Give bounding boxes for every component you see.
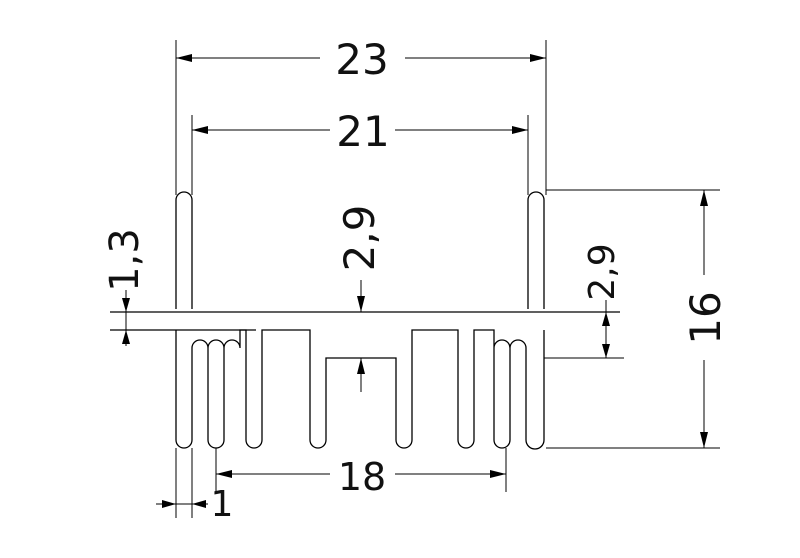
dim-height: 16 <box>546 189 730 449</box>
dim-label-18: 18 <box>338 455 386 499</box>
dim-fin-thickness: 1 <box>156 448 233 525</box>
dim-inner-width: 21 <box>191 107 529 195</box>
right-outer-wall <box>527 191 545 309</box>
dim-label-21: 21 <box>336 107 389 156</box>
fin-comb <box>175 329 545 450</box>
dim-fin-span: 18 <box>215 448 507 499</box>
heatsink-outline <box>110 191 620 450</box>
dim-label-2-9-right: 2,9 <box>582 243 623 300</box>
right-inner-fin <box>493 348 511 449</box>
dim-label-16: 16 <box>681 291 730 344</box>
dim-label-1: 1 <box>211 484 234 525</box>
dim-base-thickness: 2,9 <box>335 205 384 392</box>
dim-label-2-9-center: 2,9 <box>335 205 384 272</box>
dim-label-1-3: 1,3 <box>102 228 148 292</box>
dim-label-23: 23 <box>335 35 388 84</box>
dim-overall-width: 23 <box>175 35 547 195</box>
dim-right-gap: 2,9 <box>544 243 624 359</box>
dim-wall-thickness: 1,3 <box>102 228 148 346</box>
left-inner-fin <box>207 348 225 449</box>
left-outer-wall <box>175 191 193 309</box>
